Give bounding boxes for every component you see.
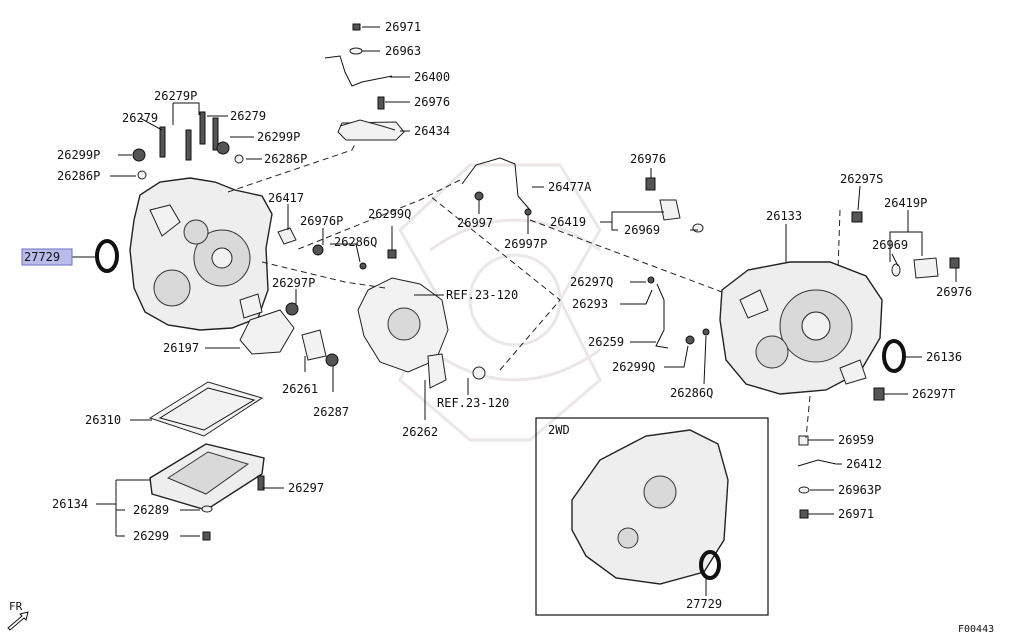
- label-26971-top[interactable]: 26971: [385, 20, 421, 34]
- label-26976-top[interactable]: 26976: [414, 95, 450, 109]
- center-small-parts: [239, 227, 397, 367]
- label-26997[interactable]: 26997: [457, 216, 493, 230]
- label-ref-lower: REF.23-120: [437, 396, 509, 410]
- label-26261[interactable]: 26261: [282, 382, 318, 396]
- label-26299p-right[interactable]: 26299P: [257, 130, 300, 144]
- label-26299q[interactable]: 26299Q: [368, 207, 411, 221]
- label-26297s[interactable]: 26297S: [840, 172, 883, 186]
- label-26976p[interactable]: 26976P: [300, 214, 343, 228]
- label-26976-mid[interactable]: 26976: [630, 152, 666, 166]
- label-26136[interactable]: 26136: [926, 350, 962, 364]
- front-marker: FR: [7, 600, 29, 631]
- label-26197[interactable]: 26197: [163, 341, 199, 355]
- label-26297q[interactable]: 26297Q: [570, 275, 613, 289]
- harness-bracket-26477a: [461, 157, 532, 216]
- right-transmission-case-26133[interactable]: [719, 261, 883, 395]
- label-26412[interactable]: 26412: [846, 457, 882, 471]
- front-arrow-icon: [7, 611, 29, 631]
- label-26289[interactable]: 26289: [133, 503, 169, 517]
- sensors-middle: [645, 177, 710, 349]
- label-26997p[interactable]: 26997P: [504, 237, 547, 251]
- label-26134[interactable]: 26134: [52, 497, 88, 511]
- right-upper-parts: [851, 211, 960, 401]
- highlight-27729: [21, 248, 73, 266]
- dashed-reference-lines: [227, 141, 841, 439]
- label-26133[interactable]: 26133: [766, 209, 802, 223]
- label-26262[interactable]: 26262: [402, 425, 438, 439]
- label-26286p-right[interactable]: 26286P: [264, 152, 307, 166]
- label-26971-right[interactable]: 26971: [838, 507, 874, 521]
- label-26279p[interactable]: 26279P: [154, 89, 197, 103]
- label-26419[interactable]: 26419: [550, 215, 586, 229]
- label-26286p-left[interactable]: 26286P: [57, 169, 100, 183]
- label-26434[interactable]: 26434: [414, 124, 450, 138]
- right-bottom-stack: [797, 435, 837, 519]
- leader-lines: [72, 26, 957, 596]
- label-26310[interactable]: 26310: [85, 413, 121, 427]
- part-labels: 26971 26963 26400 26976 26434 26279P 262…: [21, 20, 972, 611]
- label-26963p[interactable]: 26963P: [838, 483, 881, 497]
- label-26297p[interactable]: 26297P: [272, 276, 315, 290]
- oil-pan-gasket-26310[interactable]: [148, 381, 264, 437]
- label-27729-inset[interactable]: 27729: [686, 597, 722, 611]
- label-26477a[interactable]: 26477A: [548, 180, 592, 194]
- oil-seal-27729-left[interactable]: [95, 239, 119, 273]
- front-marker-label: FR: [9, 600, 23, 613]
- label-27729-left[interactable]: 27729: [24, 250, 60, 264]
- label-26286q-right[interactable]: 26286Q: [670, 386, 713, 400]
- label-26279-right[interactable]: 26279: [230, 109, 266, 123]
- label-26400[interactable]: 26400: [414, 70, 450, 84]
- label-26259[interactable]: 26259: [588, 335, 624, 349]
- label-26419p[interactable]: 26419P: [884, 196, 927, 210]
- label-26976-right[interactable]: 26976: [936, 285, 972, 299]
- label-26299[interactable]: 26299: [133, 529, 169, 543]
- label-26299q-right[interactable]: 26299Q: [612, 360, 655, 374]
- label-26299p-left[interactable]: 26299P: [57, 148, 100, 162]
- label-26279-left[interactable]: 26279: [122, 111, 158, 125]
- label-26287[interactable]: 26287: [313, 405, 349, 419]
- label-26293[interactable]: 26293: [572, 297, 608, 311]
- label-26286q-mid[interactable]: 26286Q: [334, 235, 377, 249]
- label-26959[interactable]: 26959: [838, 433, 874, 447]
- left-transmission-case[interactable]: [129, 177, 273, 331]
- upper-left-bolts: [132, 111, 244, 180]
- inset-2wd-box: [535, 417, 769, 616]
- label-26969-mid[interactable]: 26969: [624, 223, 660, 237]
- label-26297[interactable]: 26297: [288, 481, 324, 495]
- inset-title: 2WD: [548, 423, 570, 437]
- valve-body-parts: [324, 23, 405, 141]
- watermark: [398, 163, 602, 442]
- reference-housing: [357, 277, 486, 389]
- oil-pan-26134[interactable]: [149, 443, 265, 541]
- label-26417[interactable]: 26417: [268, 191, 304, 205]
- label-ref-upper: REF.23-120: [446, 288, 518, 302]
- label-26963[interactable]: 26963: [385, 44, 421, 58]
- figure-code: F00443: [958, 624, 994, 635]
- label-26969-right[interactable]: 26969: [872, 238, 908, 252]
- label-26297t[interactable]: 26297T: [912, 387, 955, 401]
